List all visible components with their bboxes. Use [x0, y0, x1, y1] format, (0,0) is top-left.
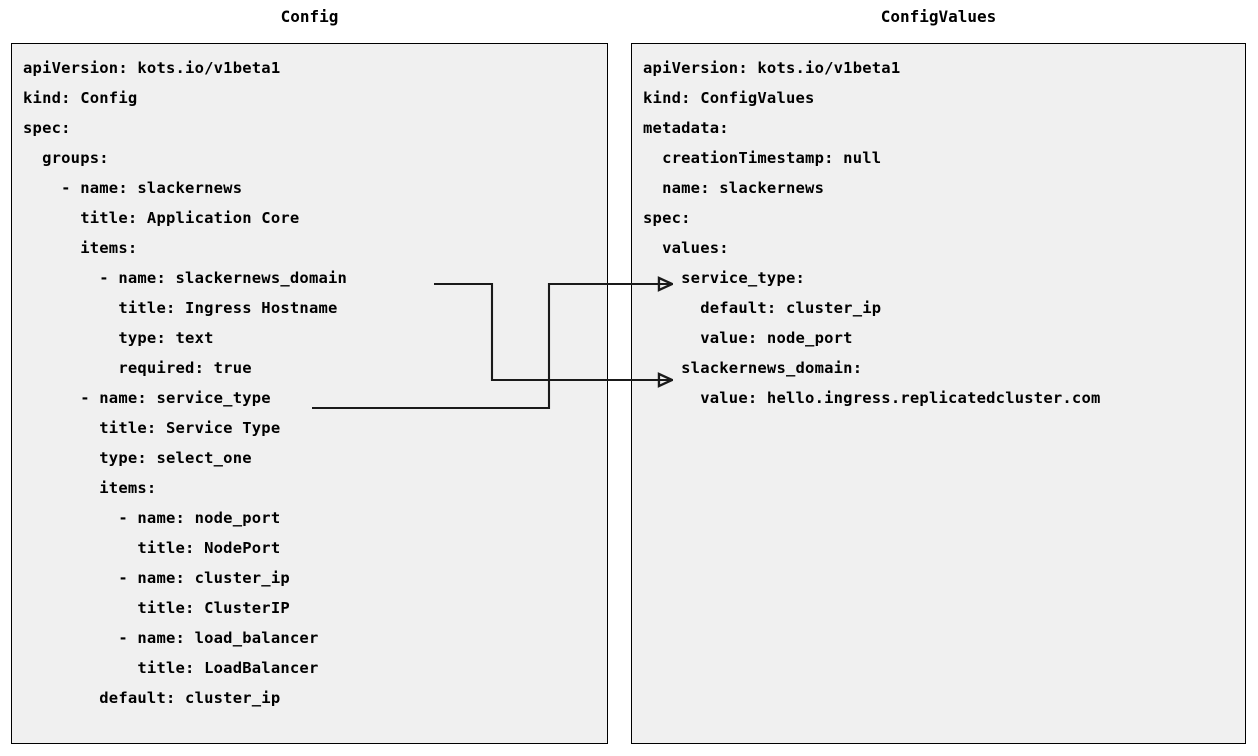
configvalues-yaml-line: name: slackernews: [643, 179, 825, 197]
config-yaml-line: - name: load_balancer: [23, 629, 319, 647]
configvalues-yaml-line: slackernews_domain:: [643, 359, 863, 377]
config-yaml-line: items:: [23, 479, 157, 497]
configvalues-yaml-line: service_type:: [643, 269, 806, 287]
configvalues-yaml-code: apiVersion: kots.io/v1beta1 kind: ConfigV…: [632, 44, 1101, 413]
config-yaml-line: required: true: [23, 359, 252, 377]
config-yaml-line: title: NodePort: [23, 539, 281, 557]
configvalues-panel: apiVersion: kots.io/v1beta1 kind: ConfigV…: [631, 43, 1246, 744]
config-yaml-code: apiVersion: kots.io/v1beta1 kind: Config s…: [12, 44, 347, 713]
config-yaml-line: - name: service_type: [23, 389, 271, 407]
config-yaml-line: - name: cluster_ip: [23, 569, 290, 587]
config-yaml-line: title: Ingress Hostname: [23, 299, 338, 317]
config-panel: apiVersion: kots.io/v1beta1 kind: Config s…: [11, 43, 608, 744]
config-yaml-line: spec:: [23, 119, 71, 137]
config-yaml-line: items:: [23, 239, 138, 257]
config-yaml-line: title: ClusterIP: [23, 599, 290, 617]
config-yaml-line: title: Application Core: [23, 209, 300, 227]
configvalues-yaml-line: apiVersion: kots.io/v1beta1: [643, 59, 901, 77]
configvalues-yaml-line: kind: ConfigValues: [643, 89, 815, 107]
config-panel-title: Config: [280, 7, 339, 26]
configvalues-yaml-line: creationTimestamp: null: [643, 149, 882, 167]
configvalues-yaml-line: value: hello.ingress.replicatedcluster.c…: [643, 389, 1101, 407]
config-yaml-line: kind: Config: [23, 89, 138, 107]
config-yaml-line: type: text: [23, 329, 214, 347]
config-yaml-line: title: Service Type: [23, 419, 281, 437]
configvalues-yaml-line: values:: [643, 239, 729, 257]
config-yaml-line: title: LoadBalancer: [23, 659, 319, 677]
configvalues-yaml-line: metadata:: [643, 119, 729, 137]
config-yaml-line: type: select_one: [23, 449, 252, 467]
config-yaml-line: - name: slackernews_domain: [23, 269, 348, 287]
configvalues-yaml-line: spec:: [643, 209, 691, 227]
configvalues-yaml-line: default: cluster_ip: [643, 299, 882, 317]
config-yaml-line: apiVersion: kots.io/v1beta1: [23, 59, 281, 77]
config-yaml-line: - name: slackernews: [23, 179, 243, 197]
configvalues-panel-title: ConfigValues: [880, 7, 997, 26]
config-yaml-line: groups:: [23, 149, 109, 167]
configvalues-yaml-line: value: node_port: [643, 329, 853, 347]
config-yaml-line: - name: node_port: [23, 509, 281, 527]
config-yaml-line: default: cluster_ip: [23, 689, 281, 707]
